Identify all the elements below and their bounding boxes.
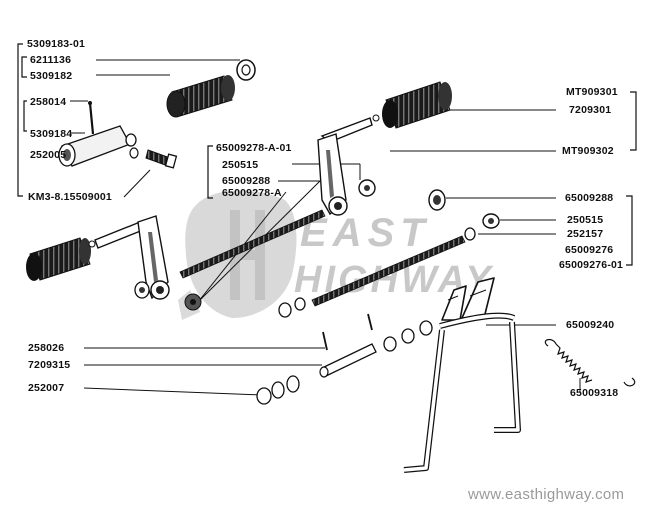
label-65009318: 65009318 bbox=[570, 387, 619, 399]
label-65009240: 65009240 bbox=[566, 319, 615, 331]
washer-252005 bbox=[125, 133, 139, 159]
nut-65009288-b bbox=[184, 293, 202, 311]
label-7209301: 7209301 bbox=[569, 104, 612, 116]
washers-pin bbox=[383, 320, 433, 352]
spring-65009318 bbox=[544, 338, 636, 387]
label-65009288-b: 65009288 bbox=[565, 192, 614, 204]
grip-5309182 bbox=[166, 75, 235, 118]
label-65009278-a: 65009278-A bbox=[222, 187, 282, 199]
label-250515-b: 250515 bbox=[567, 214, 604, 226]
watermark-logo bbox=[178, 190, 297, 320]
label-7209315: 7209315 bbox=[28, 359, 71, 371]
nut-65009288-a bbox=[358, 179, 376, 197]
grip-left bbox=[26, 237, 96, 281]
bracket-right bbox=[207, 91, 637, 266]
label-252007: 252007 bbox=[28, 382, 65, 394]
pin-7209315 bbox=[319, 313, 377, 378]
label-65009278-a-01: 65009278-A-01 bbox=[216, 142, 292, 154]
label-5309184: 5309184 bbox=[30, 128, 73, 140]
label-65009276-01: 65009276-01 bbox=[559, 259, 624, 271]
label-250515-a: 250515 bbox=[222, 159, 259, 171]
label-65009288-a: 65009288 bbox=[222, 175, 271, 187]
label-mt909301: MT909301 bbox=[566, 86, 618, 98]
washers-252007 bbox=[256, 375, 300, 405]
label-5309183-01: 5309183-01 bbox=[27, 38, 86, 50]
label-65009276: 65009276 bbox=[565, 244, 614, 256]
bolt-km3 bbox=[145, 149, 178, 169]
watermark-east: EAST bbox=[300, 211, 431, 255]
watermark-url: www.easthighway.com bbox=[468, 486, 625, 503]
label-252157: 252157 bbox=[567, 228, 604, 240]
washer-252157 bbox=[464, 227, 476, 241]
washer-6211136 bbox=[236, 59, 256, 81]
rod-lower bbox=[311, 235, 466, 307]
label-mt909302: MT909302 bbox=[562, 145, 614, 157]
label-258014: 258014 bbox=[30, 96, 67, 108]
label-km3: KM3-8.15509001 bbox=[28, 191, 112, 203]
nut-250515 bbox=[482, 213, 500, 229]
label-252005: 252005 bbox=[30, 149, 67, 161]
lever-left bbox=[94, 215, 170, 300]
washers-rod-lower bbox=[278, 297, 306, 318]
stand-65009240 bbox=[403, 277, 521, 473]
label-258026: 258026 bbox=[28, 342, 65, 354]
lever-mt909302 bbox=[317, 117, 373, 216]
label-6211136: 6211136 bbox=[30, 54, 72, 66]
label-5309182: 5309182 bbox=[30, 70, 73, 82]
grip-7209301 bbox=[372, 81, 452, 129]
sleeve-5309184 bbox=[58, 125, 131, 167]
bracket-top-left bbox=[17, 43, 27, 197]
bushing-65009288 bbox=[428, 189, 446, 211]
rod-upper bbox=[179, 209, 326, 279]
pin-258014 bbox=[88, 101, 95, 135]
